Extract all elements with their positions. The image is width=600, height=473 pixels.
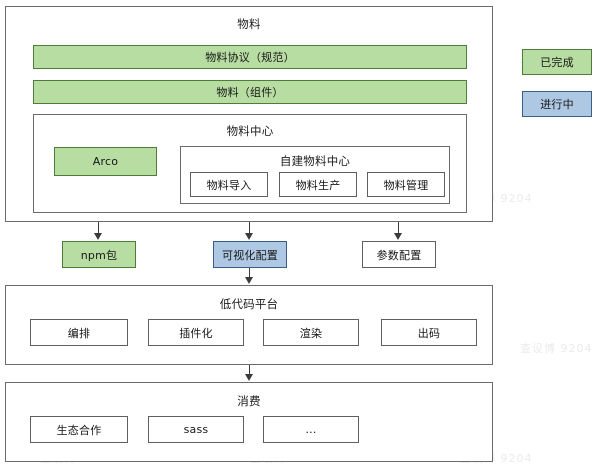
material-protocol-bar: 物料协议（规范） [33, 45, 467, 69]
material-import-box: 物料导入 [190, 172, 268, 197]
lowcode-item-orchestration-label: 编排 [67, 326, 91, 340]
material-center-group: 物料中心 Arco 自建物料中心 物料导入 物料生产 物料管理 [33, 114, 467, 213]
arco-label: Arco [92, 155, 119, 168]
arrow-line-lowcode [249, 268, 250, 278]
legend-label-in-progress: 进行中 [540, 98, 574, 111]
consumption-item-more: ... [263, 416, 359, 443]
param-config-label: 参数配置 [376, 248, 422, 262]
consumption-group: 消费 生态合作 sass ... [5, 382, 493, 462]
lowcode-platform-title: 低代码平台 [219, 297, 279, 311]
legend-item-done: 已完成 [522, 49, 592, 75]
legend-label-done: 已完成 [540, 56, 574, 69]
consumption-title: 消费 [237, 394, 261, 408]
arrow-line-npm [98, 222, 99, 234]
npm-package-label: npm包 [80, 248, 118, 262]
arrow-head-visual-config [245, 233, 253, 240]
consumption-item-sass: sass [148, 416, 244, 443]
material-component-bar: 物料（组件） [33, 80, 467, 104]
arrow-line-visual-config [249, 222, 250, 234]
material-component-label: 物料（组件） [216, 86, 284, 99]
material-management-box: 物料管理 [367, 172, 445, 197]
material-group: 物料 物料协议（规范） 物料（组件） 物料中心 Arco 自建物料中心 物料导入 [5, 6, 493, 222]
arrow-head-consumption [245, 374, 253, 381]
lowcode-item-codegen-label: 出码 [417, 326, 441, 340]
arrow-line-param-config [398, 222, 399, 234]
material-group-title: 物料 [237, 17, 261, 31]
material-production-box: 物料生产 [279, 172, 357, 197]
lowcode-item-pluginization-label: 插件化 [179, 326, 213, 340]
arrow-line-consumption [249, 365, 250, 375]
material-production-label: 物料生产 [295, 178, 341, 192]
material-import-label: 物料导入 [206, 178, 252, 192]
lowcode-item-orchestration: 编排 [30, 319, 128, 346]
material-management-label: 物料管理 [383, 178, 429, 192]
lowcode-item-codegen: 出码 [381, 319, 477, 346]
consumption-item-more-label: ... [305, 423, 317, 436]
legend-item-in-progress: 进行中 [522, 91, 592, 117]
lowcode-platform-group: 低代码平台 编排 插件化 渲染 出码 [5, 285, 493, 365]
lowcode-item-rendering-label: 渲染 [299, 326, 323, 340]
material-center-title: 物料中心 [226, 124, 274, 138]
lowcode-item-pluginization: 插件化 [148, 319, 244, 346]
param-config-box: 参数配置 [362, 241, 436, 268]
consumption-item-sass-label: sass [183, 423, 209, 436]
consumption-item-ecosystem-label: 生态合作 [56, 423, 102, 437]
self-built-center-group: 自建物料中心 物料导入 物料生产 物料管理 [180, 146, 450, 204]
watermark: 查设博 9204 [520, 342, 593, 355]
arrow-head-lowcode [245, 277, 253, 284]
visual-config-box: 可视化配置 [213, 241, 287, 268]
self-built-center-title: 自建物料中心 [279, 154, 351, 168]
lowcode-item-rendering: 渲染 [263, 319, 359, 346]
arrow-head-param-config [394, 233, 402, 240]
arrow-head-npm [94, 233, 102, 240]
consumption-item-ecosystem: 生态合作 [30, 416, 128, 443]
arco-box: Arco [54, 147, 157, 176]
visual-config-label: 可视化配置 [222, 248, 278, 262]
material-protocol-label: 物料协议（规范） [205, 51, 295, 64]
npm-package-box: npm包 [62, 241, 136, 268]
